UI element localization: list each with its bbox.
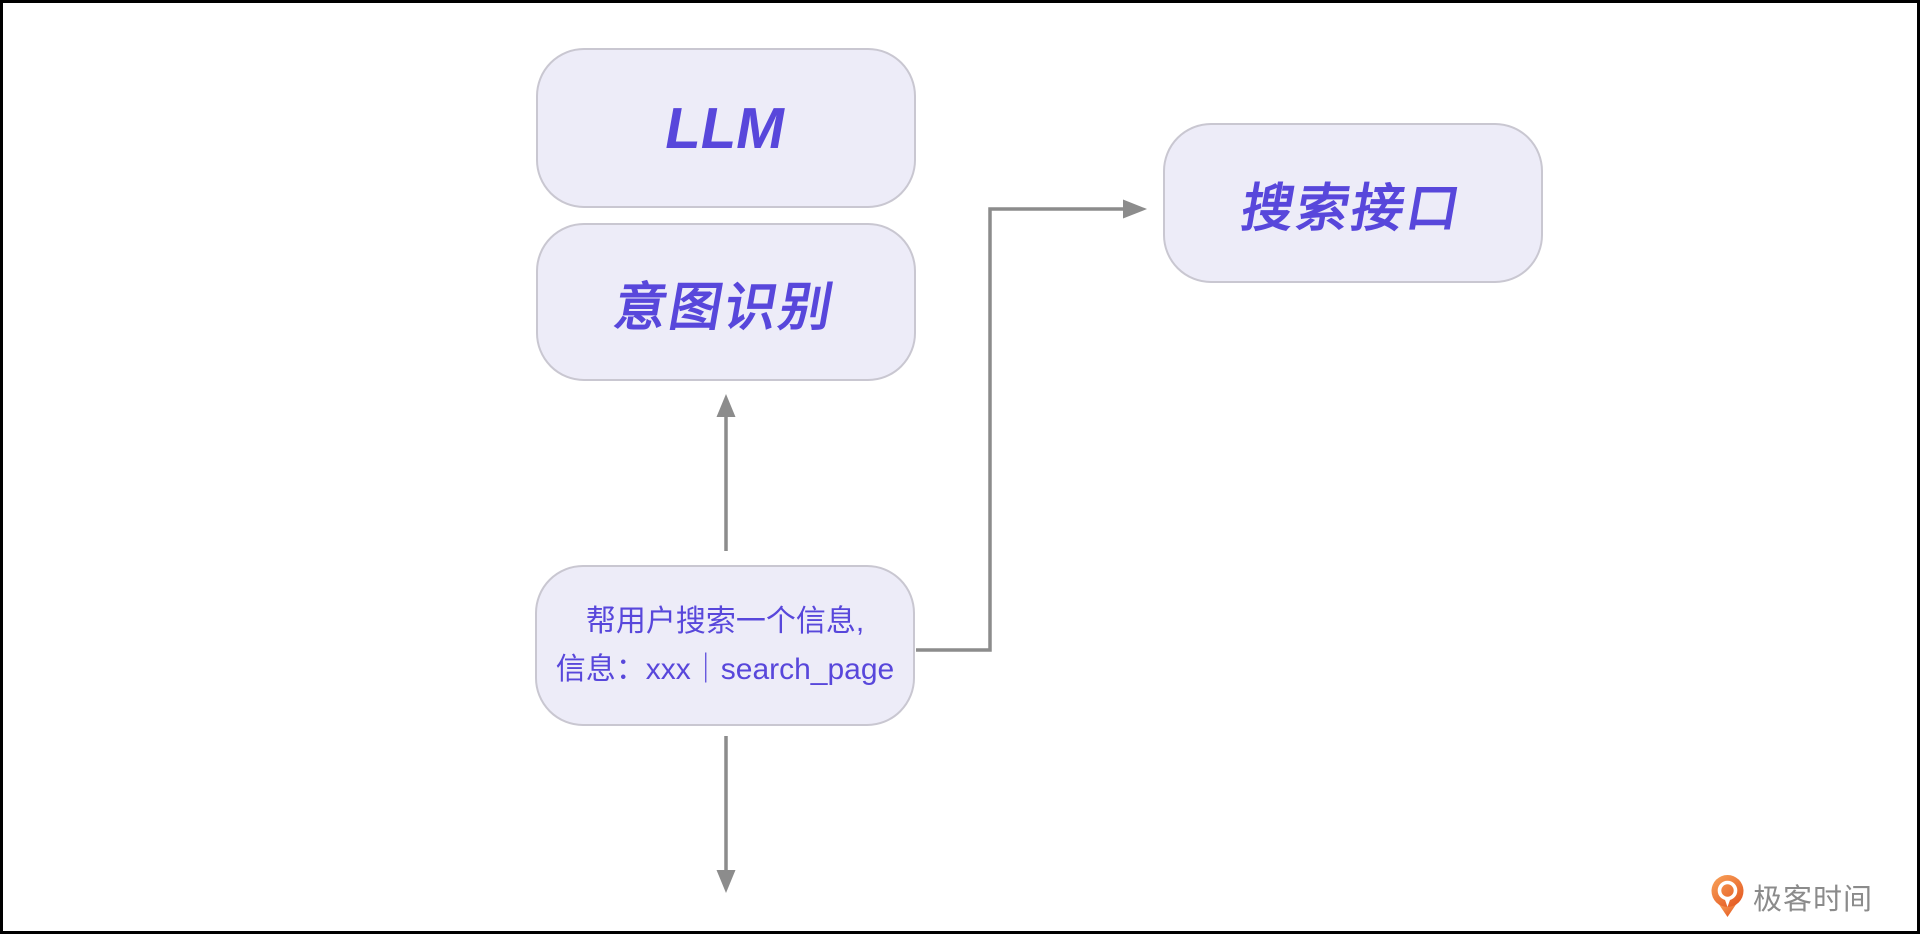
connector-arrows xyxy=(716,199,1147,893)
arrow-query-to-search-api-line xyxy=(916,207,1124,652)
arrowhead-right-icon xyxy=(1123,199,1147,219)
node-intent-recognition-label: 意图识别 xyxy=(609,278,841,337)
geektime-logo-text: 极客时间 xyxy=(1752,883,1873,916)
geektime-logo: 极客时间 xyxy=(1711,875,1873,918)
arrowhead-down-icon xyxy=(716,870,736,893)
node-intent-recognition: 意图识别 xyxy=(536,223,916,381)
node-user-query: 帮用户搜索一个信息, 信息：xxx｜search_page xyxy=(535,565,915,726)
node-llm-label: LLM xyxy=(660,95,792,161)
node-search-api-label: 搜索接口 xyxy=(1236,179,1468,238)
node-search-api: 搜索接口 xyxy=(1163,123,1543,283)
user-query-line-2: 信息：xxx｜search_page xyxy=(555,652,895,686)
user-query-line-1: 帮用户搜索一个信息, xyxy=(585,604,865,638)
arrowhead-up-icon xyxy=(716,394,736,417)
node-llm: LLM xyxy=(536,48,916,208)
geektime-logo-icon xyxy=(1711,875,1744,917)
